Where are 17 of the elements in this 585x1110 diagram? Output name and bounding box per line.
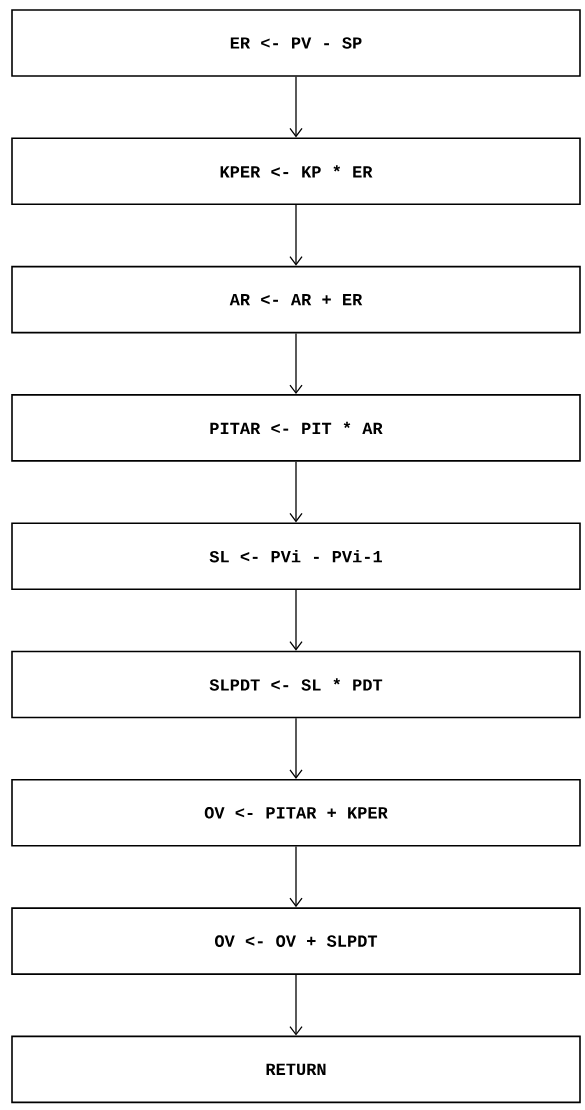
arrow <box>289 589 303 651</box>
process-box: SLPDT <- SL * PDT <box>11 650 581 719</box>
arrow <box>289 717 303 779</box>
process-box: SL <- PVi - PVi-1 <box>11 522 581 590</box>
process-box: OV <- PITAR + KPER <box>11 779 581 847</box>
arrow <box>289 332 303 395</box>
process-box: AR <- AR + ER <box>11 265 581 334</box>
arrow <box>289 845 303 908</box>
arrow <box>289 974 303 1036</box>
process-box: OV <- OV + SLPDT <box>11 907 581 975</box>
arrow <box>289 461 303 523</box>
process-box: RETURN <box>11 1035 581 1104</box>
arrow <box>289 204 303 266</box>
arrow <box>289 76 303 138</box>
process-box: KPER <- KP * ER <box>11 137 581 206</box>
process-box: PITAR <- PIT * AR <box>11 394 581 462</box>
process-box: ER <- PV - SP <box>11 9 581 77</box>
